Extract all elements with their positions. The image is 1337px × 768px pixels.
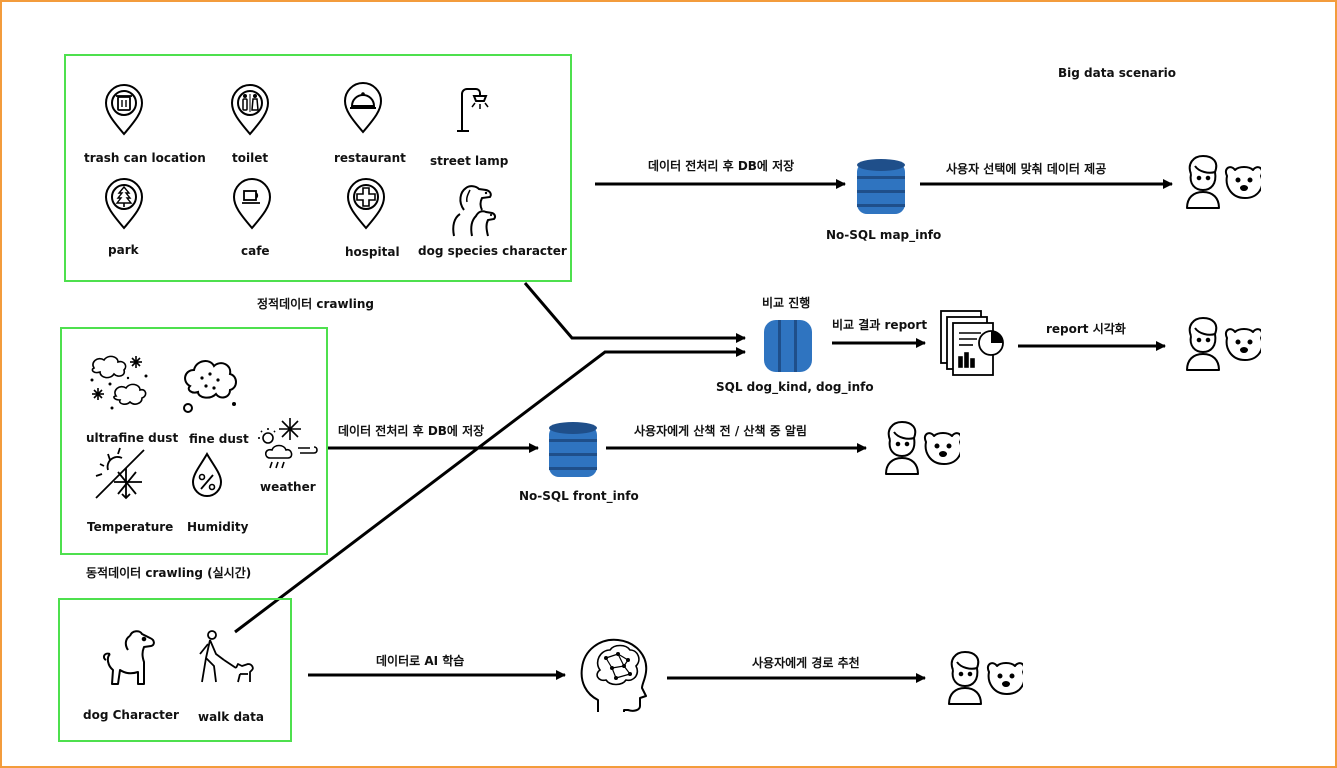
ultrafine-dust-icon [90,355,148,410]
ultrafine-dust-label: ultrafine dust [86,431,179,445]
temperature-icon [95,447,145,500]
database-icon [857,159,905,214]
top-edge-1-label: 데이터 전처리 후 DB에 저장 [648,159,795,173]
static-data-group [64,54,572,282]
arrow-walk-to-sqldb [234,347,746,634]
database-icon [549,422,597,477]
mid-edge-2-label: report 시각화 [1046,322,1126,336]
user-dog-icon [1186,317,1261,371]
fine-dust-icon [183,360,237,413]
dog-character-icon [102,630,155,685]
restaurant-pin-icon [343,82,383,134]
user-dog-icon [885,421,960,475]
cafe-label: cafe [241,244,270,258]
front-db-label: No-SQL front_info [519,489,639,503]
static-group-caption: 정적데이터 crawling [257,297,374,311]
fine-dust-label: fine dust [189,432,249,446]
ai-edge-2-label: 사용자에게 경로 추천 [752,656,860,670]
dog-character-label: dog Character [83,708,179,722]
report-icon [940,310,1004,376]
front-edge-2-label: 사용자에게 산책 전 / 산책 중 알림 [634,424,807,438]
dog-species-icon [452,185,497,237]
restaurant-label: restaurant [334,151,406,165]
dynamic-data-group [60,327,328,555]
mid-db-label: SQL dog_kind, dog_info [716,380,874,394]
toilet-pin-icon [230,84,270,136]
street-lamp-label: street lamp [430,154,509,168]
humidity-label: Humidity [187,520,249,534]
toilet-label: toilet [232,151,269,165]
weather-label: weather [260,480,316,494]
cafe-pin-icon [232,178,272,230]
front-edge-1-label: 데이터 전처리 후 DB에 저장 [338,424,485,438]
dog-species-label: dog species character [418,244,567,258]
top-db-label: No-SQL map_info [826,228,942,242]
top-edge-2-label: 사용자 선택에 맞춰 데이터 제공 [946,162,1107,176]
hospital-label: hospital [345,245,400,259]
dynamic-group-caption: 동적데이터 crawling (실시간) [86,566,252,580]
compare-title: 비교 진행 [762,296,811,310]
user-dog-icon [1186,155,1261,209]
ai-edge-1-label: 데이터로 AI 학습 [376,654,465,668]
arrow-static-to-sqldb [523,282,746,343]
diagram-title: Big data scenario [1058,66,1177,80]
park-label: park [108,243,139,257]
walk-data-icon [199,630,254,683]
weather-icon [258,418,318,469]
humidity-icon [191,452,223,497]
temperature-label: Temperature [87,520,174,534]
user-dog-icon [948,651,1023,705]
mid-edge-1-label: 비교 결과 report [832,318,928,332]
database-icon [764,320,812,372]
walk-data-label: walk data [198,710,264,724]
trash-pin-icon [104,84,144,136]
hospital-pin-icon [346,178,386,230]
trash-label: trash can location [84,151,206,165]
ai-brain-icon [580,638,648,712]
park-pin-icon [104,178,144,230]
walk-data-group [58,598,292,742]
street-lamp-icon [457,88,489,132]
